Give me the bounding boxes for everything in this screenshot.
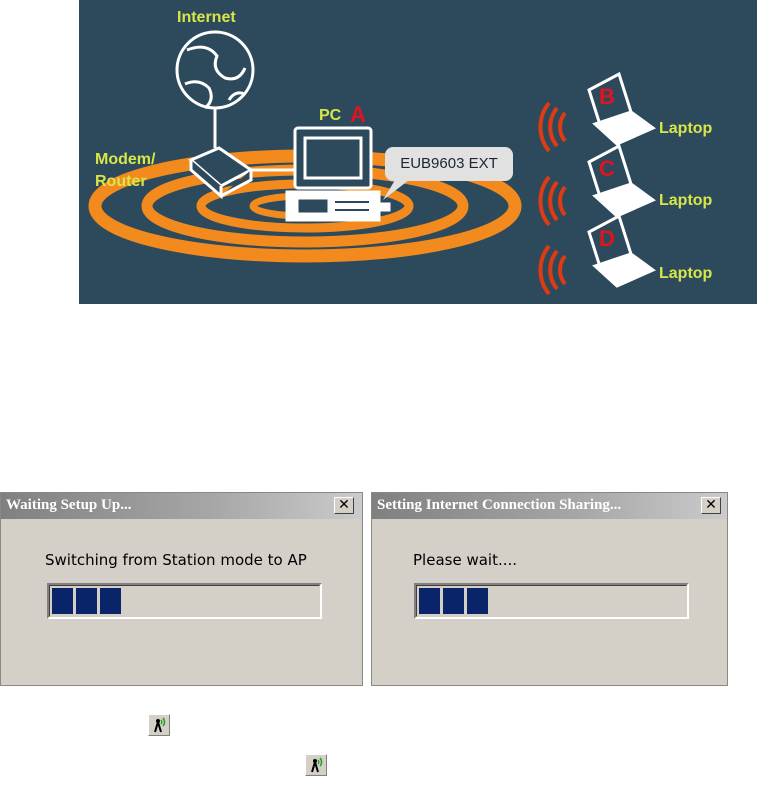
laptop-d-label: Laptop bbox=[659, 264, 712, 284]
laptop-c-letter: C bbox=[599, 158, 615, 180]
ics-dialog: Setting Internet Connection Sharing... ✕… bbox=[371, 492, 728, 686]
signal-waves bbox=[540, 103, 565, 294]
progress-block bbox=[76, 588, 97, 614]
router-label: Router bbox=[95, 172, 147, 192]
laptop-c-label: Laptop bbox=[659, 191, 712, 211]
status-message: Switching from Station mode to AP bbox=[45, 551, 307, 569]
progress-block bbox=[467, 588, 488, 614]
wireless-utility-icon[interactable] bbox=[148, 714, 170, 736]
progress-block bbox=[419, 588, 440, 614]
pc-monitor-icon bbox=[295, 128, 371, 188]
status-message: Please wait.... bbox=[413, 551, 517, 569]
pc-base-icon bbox=[287, 192, 389, 220]
dialog-titlebar[interactable]: Setting Internet Connection Sharing... ✕ bbox=[372, 493, 727, 519]
globe-icon bbox=[177, 32, 253, 108]
close-icon: ✕ bbox=[705, 497, 717, 513]
modem-label: Modem/ bbox=[95, 150, 155, 170]
pc-letter: A bbox=[350, 104, 366, 126]
progress-block bbox=[100, 588, 121, 614]
close-button[interactable]: ✕ bbox=[701, 497, 721, 514]
adapter-callout: EUB9603 EXT bbox=[385, 147, 513, 181]
progress-bar bbox=[47, 583, 322, 619]
dialog-titlebar[interactable]: Waiting Setup Up... ✕ bbox=[1, 493, 362, 519]
close-icon: ✕ bbox=[338, 497, 350, 513]
antenna-icon bbox=[149, 715, 169, 735]
laptop-b-label: Laptop bbox=[659, 119, 712, 139]
pc-label: PC bbox=[319, 106, 341, 126]
antenna-icon bbox=[306, 755, 326, 775]
internet-label: Internet bbox=[177, 8, 236, 28]
waiting-setup-dialog: Waiting Setup Up... ✕ Switching from Sta… bbox=[0, 492, 363, 686]
progress-bar bbox=[414, 583, 689, 619]
wireless-utility-icon[interactable] bbox=[305, 754, 327, 776]
dialog-title: Waiting Setup Up... bbox=[6, 497, 326, 514]
close-button[interactable]: ✕ bbox=[334, 497, 354, 514]
laptop-b-letter: B bbox=[599, 86, 615, 108]
progress-block bbox=[52, 588, 73, 614]
dialog-title: Setting Internet Connection Sharing... bbox=[377, 497, 695, 514]
network-diagram: Internet Modem/ Router PC A EUB9603 EXT … bbox=[79, 0, 757, 304]
progress-block bbox=[443, 588, 464, 614]
laptop-d-letter: D bbox=[599, 228, 615, 250]
